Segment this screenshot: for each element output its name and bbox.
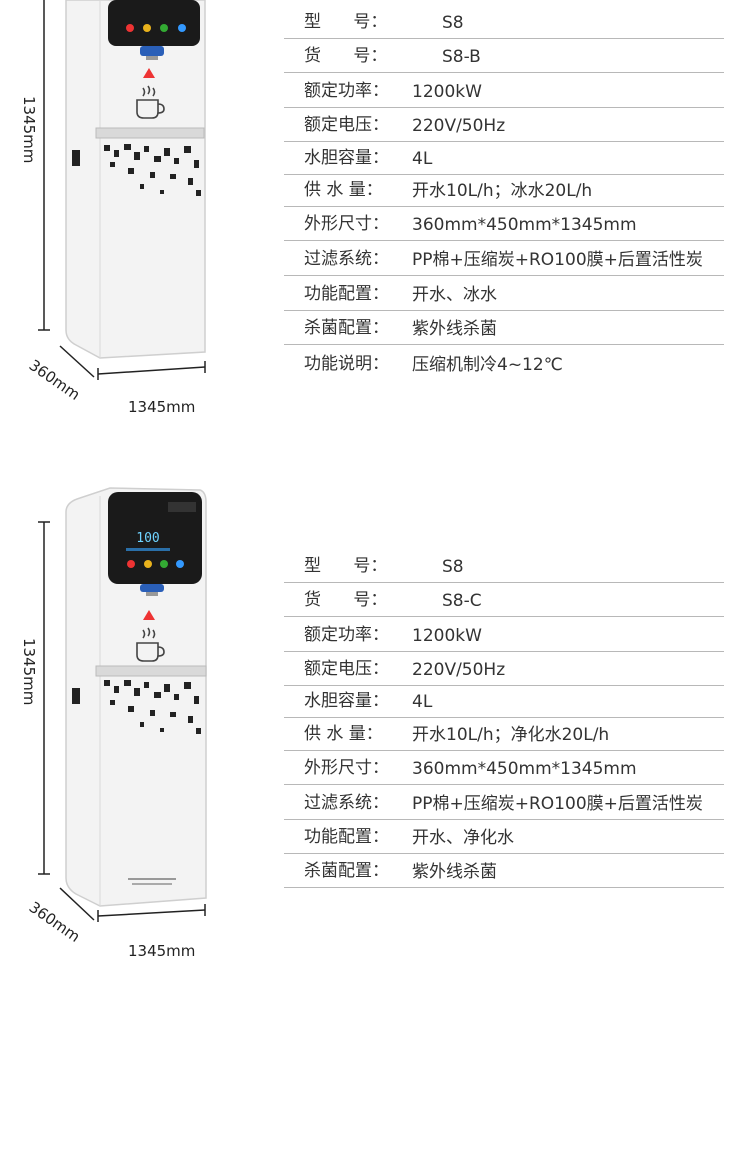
spec-label: 额定电压： — [304, 115, 389, 135]
spec-row: 功能说明： 压缩机制冷4~12℃ — [284, 346, 724, 380]
spec-value: 220V/50Hz — [412, 660, 506, 680]
spec-value: 4L — [412, 692, 433, 712]
water-dispenser-image: 100 — [38, 487, 207, 922]
spec-label: 水胆容量： — [304, 691, 389, 711]
warning-icon — [143, 68, 155, 78]
spec-row: 水胆容量： 4L — [284, 683, 724, 718]
spec-row: 功能配置： 开水、净化水 — [284, 819, 724, 854]
spec-label: 额定功率： — [304, 81, 389, 101]
spec-row: 额定电压： 220V/50Hz — [284, 107, 724, 142]
water-dispenser-image — [38, 0, 206, 380]
spec-row: 额定电压： 220V/50Hz — [284, 651, 724, 686]
spec-label: 杀菌配置： — [304, 861, 389, 881]
warning-icon — [143, 610, 155, 620]
spec-row: 过滤系统： PP棉+压缩炭+RO100膜+后置活性炭 — [284, 785, 724, 820]
spec-label: 供 水 量： — [304, 180, 383, 200]
spec-value: 开水、净化水 — [412, 828, 514, 848]
spec-label: 额定电压： — [304, 659, 389, 679]
spec-label: 货 号： — [304, 46, 388, 66]
spec-row: 水胆容量： 4L — [284, 140, 724, 175]
spec-value: 开水、冰水 — [412, 285, 497, 305]
spec-value: S8-B — [442, 47, 481, 67]
spec-label: 功能说明： — [304, 354, 389, 374]
spec-row: 型 号： S8 — [284, 548, 724, 583]
width-dimension-label: 1345mm — [128, 942, 196, 960]
spec-row: 杀菌配置： 紫外线杀菌 — [284, 310, 724, 345]
spec-label: 过滤系统： — [304, 249, 389, 269]
spec-row: 供 水 量： 开水10L/h；冰水20L/h — [284, 172, 724, 207]
display-readout: 100 — [136, 531, 159, 546]
spec-row: 过滤系统： PP棉+压缩炭+RO100膜+后置活性炭 — [284, 241, 724, 276]
spec-value: S8 — [442, 13, 464, 33]
spec-value: 360mm*450mm*1345mm — [412, 759, 637, 779]
height-dimension-label: 1345mm — [20, 638, 38, 706]
spec-value: S8 — [442, 557, 464, 577]
spec-label: 功能配置： — [304, 827, 389, 847]
spec-label: 额定功率： — [304, 625, 389, 645]
coffee-cup-icon — [136, 627, 165, 662]
spec-label: 外形尺寸： — [304, 214, 389, 234]
spec-label: 型 号： — [304, 12, 388, 32]
spec-row: 外形尺寸： 360mm*450mm*1345mm — [284, 750, 724, 785]
spec-label: 杀菌配置： — [304, 318, 389, 338]
spec-value: 紫外线杀菌 — [412, 862, 497, 882]
spec-row: 功能配置： 开水、冰水 — [284, 276, 724, 311]
spec-label: 功能配置： — [304, 284, 389, 304]
spec-value: 1200kW — [412, 626, 482, 646]
spec-label: 货 号： — [304, 590, 388, 610]
spec-value: PP棉+压缩炭+RO100膜+后置活性炭 — [412, 794, 703, 814]
spec-row: 额定功率： 1200kW — [284, 73, 724, 108]
coffee-cup-icon — [136, 85, 165, 119]
product-block-1: 1345mm 360mm 1345mm 型 号：S8 货 号：S8-B 额定功率… — [0, 0, 750, 440]
spec-value: 4L — [412, 149, 433, 169]
spec-value: 开水10L/h；净化水20L/h — [412, 725, 610, 745]
spec-value: 220V/50Hz — [412, 116, 506, 136]
spec-value: 紫外线杀菌 — [412, 319, 497, 339]
spec-value: PP棉+压缩炭+RO100膜+后置活性炭 — [412, 250, 703, 270]
spec-row: 货 号： S8-B — [284, 38, 724, 73]
spec-row: 杀菌配置： 紫外线杀菌 — [284, 853, 724, 888]
spec-row: 货 号： S8-C — [284, 582, 724, 617]
spec-value: S8-C — [442, 591, 482, 611]
product-block-2: 100 — [0, 480, 750, 980]
spec-row: 额定功率： 1200kW — [284, 617, 724, 652]
spec-label: 型 号： — [304, 556, 388, 576]
spec-value: 开水10L/h；冰水20L/h — [412, 181, 593, 201]
width-dimension-label: 1345mm — [128, 398, 196, 416]
spec-label: 过滤系统： — [304, 793, 389, 813]
spec-row: 型 号： S8 — [284, 4, 724, 39]
spec-value: 1200kW — [412, 82, 482, 102]
spec-value: 360mm*450mm*1345mm — [412, 215, 637, 235]
spec-row: 外形尺寸： 360mm*450mm*1345mm — [284, 206, 724, 241]
spec-label: 供 水 量： — [304, 724, 383, 744]
spec-row: 供 水 量： 开水10L/h；净化水20L/h — [284, 716, 724, 751]
spec-label: 水胆容量： — [304, 148, 389, 168]
spec-label: 外形尺寸： — [304, 758, 389, 778]
height-dimension-label: 1345mm — [20, 96, 38, 164]
spec-value: 压缩机制冷4~12℃ — [412, 355, 563, 375]
